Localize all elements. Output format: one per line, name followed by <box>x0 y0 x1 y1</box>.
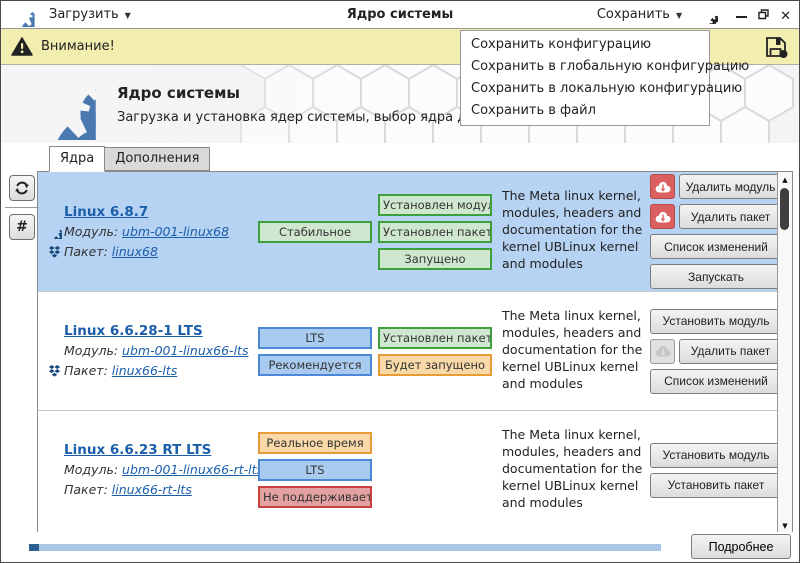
titlebar: Загрузить Ядро системы Сохранить <box>1 1 799 29</box>
close-icon[interactable] <box>780 5 791 24</box>
install-package-button[interactable]: Установить пакет <box>650 472 777 498</box>
status-badge: Установлен пакет <box>378 220 492 243</box>
remove-package-icon-button[interactable] <box>650 204 675 229</box>
package-link[interactable]: linux66-lts <box>111 363 178 378</box>
changelog-button[interactable]: Список изменений <box>650 368 777 394</box>
refresh-icon <box>15 181 29 195</box>
package-icon <box>48 364 61 378</box>
module-link[interactable]: ubm-001-linux68 <box>122 223 230 239</box>
changelog-button[interactable]: Список изменений <box>650 234 777 259</box>
vertical-scrollbar[interactable] <box>777 172 792 533</box>
status-badge: LTS <box>258 459 372 481</box>
menu-item-save-config[interactable]: Сохранить конфигурацию <box>471 37 652 52</box>
chevron-down-icon <box>676 7 682 22</box>
settings-gear-icon[interactable] <box>700 6 718 24</box>
app-logo-gears-icon <box>9 3 35 27</box>
scrollbar-thumb[interactable] <box>780 188 789 230</box>
remove-module-button[interactable]: Удалить модуль <box>679 174 777 199</box>
status-badge: Реальное время <box>258 432 372 454</box>
boot-default-button[interactable]: Запускать <box>650 264 777 289</box>
side-toolbar-divider <box>5 207 39 208</box>
warning-icon <box>11 37 33 56</box>
save-dropdown-menu: Сохранить конфигурацию Сохранить в глоба… <box>460 30 750 126</box>
warning-label: Внимание! <box>41 39 115 54</box>
progress-bar <box>29 544 661 551</box>
module-link[interactable]: ubm-001-linux66-lts <box>122 343 249 358</box>
status-badge: Рекомендуется <box>258 353 372 376</box>
kernel-title-link[interactable]: Linux 6.8.7 <box>64 203 149 220</box>
remove-package-button[interactable]: Удалить пакет <box>679 204 777 229</box>
footer-bar: Подробнее <box>1 532 799 562</box>
scroll-up-icon[interactable] <box>778 173 792 186</box>
package-link[interactable]: linux68 <box>111 243 158 259</box>
kernel-title-link[interactable]: Linux 6.6.23 RT LTS <box>64 442 212 458</box>
tabs-bar: Ядра Дополнения <box>1 143 799 172</box>
module-label: Модуль: <box>64 462 119 477</box>
menu-item-save-local-config[interactable]: Сохранить в локальную конфигурацию <box>471 81 743 96</box>
remove-package-icon-button[interactable] <box>650 338 675 364</box>
tab-kernels[interactable]: Ядра <box>49 146 106 172</box>
status-badge: Установлен пакет <box>378 326 492 349</box>
kernel-description: The Meta linux kernel, modules, headers … <box>502 308 643 391</box>
details-button[interactable]: Подробнее <box>691 534 791 559</box>
minimize-icon[interactable] <box>736 9 748 20</box>
cloud-download-icon <box>654 210 672 224</box>
menu-item-save-to-file[interactable]: Сохранить в файл <box>471 103 596 118</box>
maximize-icon[interactable] <box>757 8 770 21</box>
kernel-description: The Meta linux kernel, modules, headers … <box>502 188 643 271</box>
hash-icon: # <box>16 219 28 235</box>
status-badge: Не поддерживается <box>258 486 372 508</box>
refresh-button[interactable] <box>9 175 35 201</box>
remove-module-icon-button[interactable] <box>650 174 675 199</box>
cloud-download-icon <box>654 180 672 194</box>
page-title: Ядро системы <box>117 83 240 102</box>
kernel-row[interactable]: Linux 6.6.23 RT LTS Модуль: ubm-001-linu… <box>38 410 777 529</box>
module-link[interactable]: ubm-001-linux66-rt-lts <box>122 462 264 477</box>
kernel-description: The Meta linux kernel, modules, headers … <box>502 427 643 510</box>
remove-package-button[interactable]: Удалить пакет <box>679 338 777 364</box>
modules-icon <box>46 224 62 239</box>
kernel-list: Linux 6.8.7 Модуль: ubm-001-linux68 Паке… <box>37 171 793 534</box>
status-badge: LTS <box>258 326 372 349</box>
load-menu-button[interactable]: Загрузить <box>45 5 135 24</box>
save-config-icon[interactable] <box>764 35 789 59</box>
package-link[interactable]: linux66-rt-lts <box>111 482 192 497</box>
tab-addons[interactable]: Дополнения <box>104 147 211 171</box>
menu-item-save-global-config[interactable]: Сохранить в глобальную конфигурацию <box>471 59 750 74</box>
header-gears-icon <box>15 68 101 140</box>
kernel-row[interactable]: Linux 6.8.7 Модуль: ubm-001-linux68 Паке… <box>38 172 777 291</box>
status-badge: Запущено <box>378 247 492 270</box>
hash-button[interactable]: # <box>9 214 35 240</box>
load-menu-label: Загрузить <box>49 7 119 22</box>
kernel-title-link[interactable]: Linux 6.6.28-1 LTS <box>64 323 203 339</box>
save-menu-button[interactable]: Сохранить <box>593 5 686 24</box>
scroll-down-icon[interactable] <box>778 519 792 532</box>
status-badge: Установлен модуль <box>378 193 492 216</box>
package-icon <box>48 245 61 259</box>
module-label: Модуль: <box>64 223 119 239</box>
chevron-down-icon <box>125 7 131 22</box>
install-module-button[interactable]: Установить модуль <box>650 442 777 468</box>
cloud-download-icon <box>654 344 672 358</box>
progress-fill <box>29 544 39 551</box>
install-module-button[interactable]: Установить модуль <box>650 308 777 334</box>
package-label: Пакет: <box>64 482 108 497</box>
status-badge: Стабильное <box>258 220 372 243</box>
package-label: Пакет: <box>64 243 108 259</box>
save-menu-label: Сохранить <box>596 7 670 22</box>
side-toolbar: # <box>5 175 39 240</box>
module-label: Модуль: <box>64 343 119 358</box>
package-label: Пакет: <box>64 363 108 378</box>
kernel-row[interactable]: Linux 6.6.28-1 LTS Модуль: ubm-001-linux… <box>38 291 777 410</box>
status-badge: Будет запущено <box>378 353 492 376</box>
